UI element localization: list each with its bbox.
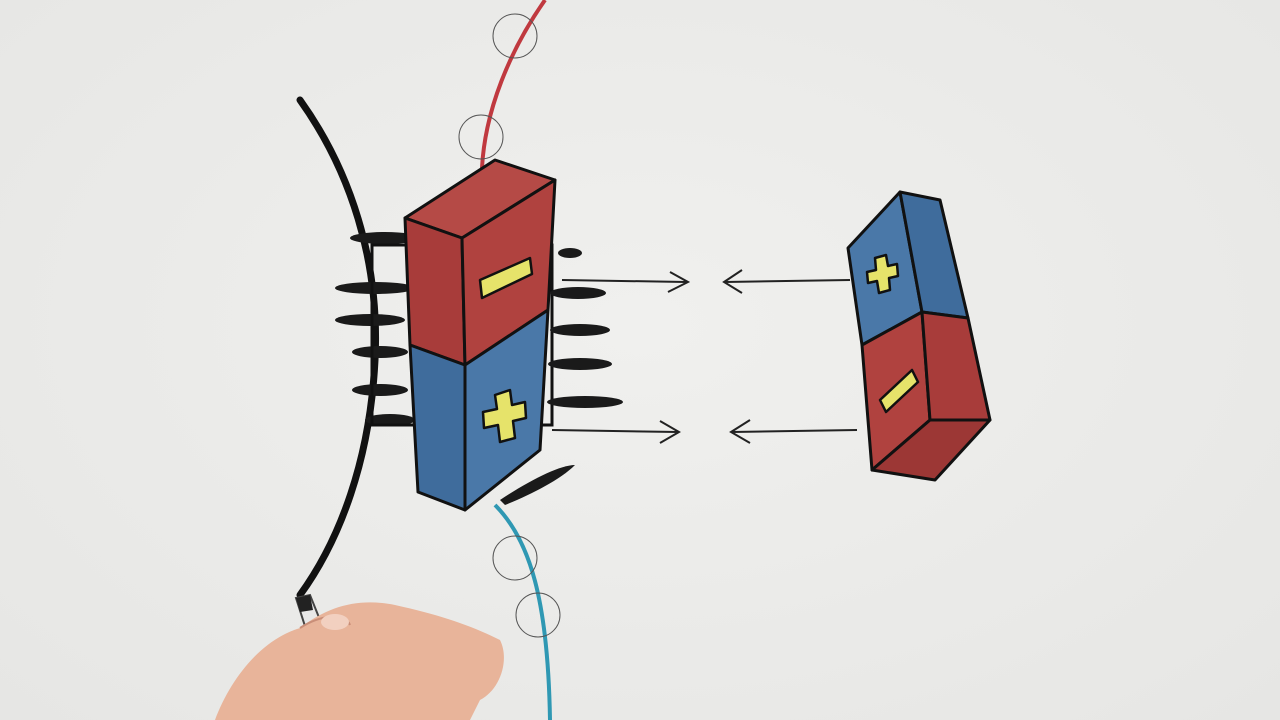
attraction-arrows bbox=[551, 269, 858, 444]
hand bbox=[215, 602, 504, 720]
coil-windings-back bbox=[335, 232, 420, 426]
plus-symbol bbox=[865, 253, 900, 295]
arrow-left-icon bbox=[722, 269, 851, 294]
arrow-right-icon bbox=[551, 420, 681, 444]
arrow-right-icon bbox=[561, 271, 691, 293]
right-magnet-bottom-face bbox=[870, 418, 992, 482]
black-wire bbox=[296, 96, 380, 599]
right-magnet-red-side bbox=[920, 310, 992, 422]
right-magnet bbox=[846, 190, 992, 482]
left-magnet-blue-front bbox=[408, 343, 467, 512]
guide-circle bbox=[515, 592, 561, 638]
guide-circle bbox=[458, 114, 504, 160]
arrow-left-icon bbox=[729, 419, 858, 444]
left-magnet bbox=[403, 158, 557, 512]
minus-symbol bbox=[878, 368, 920, 414]
left-magnet-red-front bbox=[403, 216, 467, 367]
red-wire bbox=[480, 0, 547, 169]
guide-circle bbox=[492, 13, 538, 59]
plus-symbol bbox=[481, 388, 528, 444]
drawing-hand bbox=[215, 593, 504, 720]
blue-wire bbox=[493, 503, 552, 720]
guide-circle bbox=[492, 535, 538, 581]
coil-windings-front bbox=[500, 248, 623, 505]
thumbnail bbox=[321, 614, 349, 630]
minus-symbol bbox=[478, 256, 534, 300]
